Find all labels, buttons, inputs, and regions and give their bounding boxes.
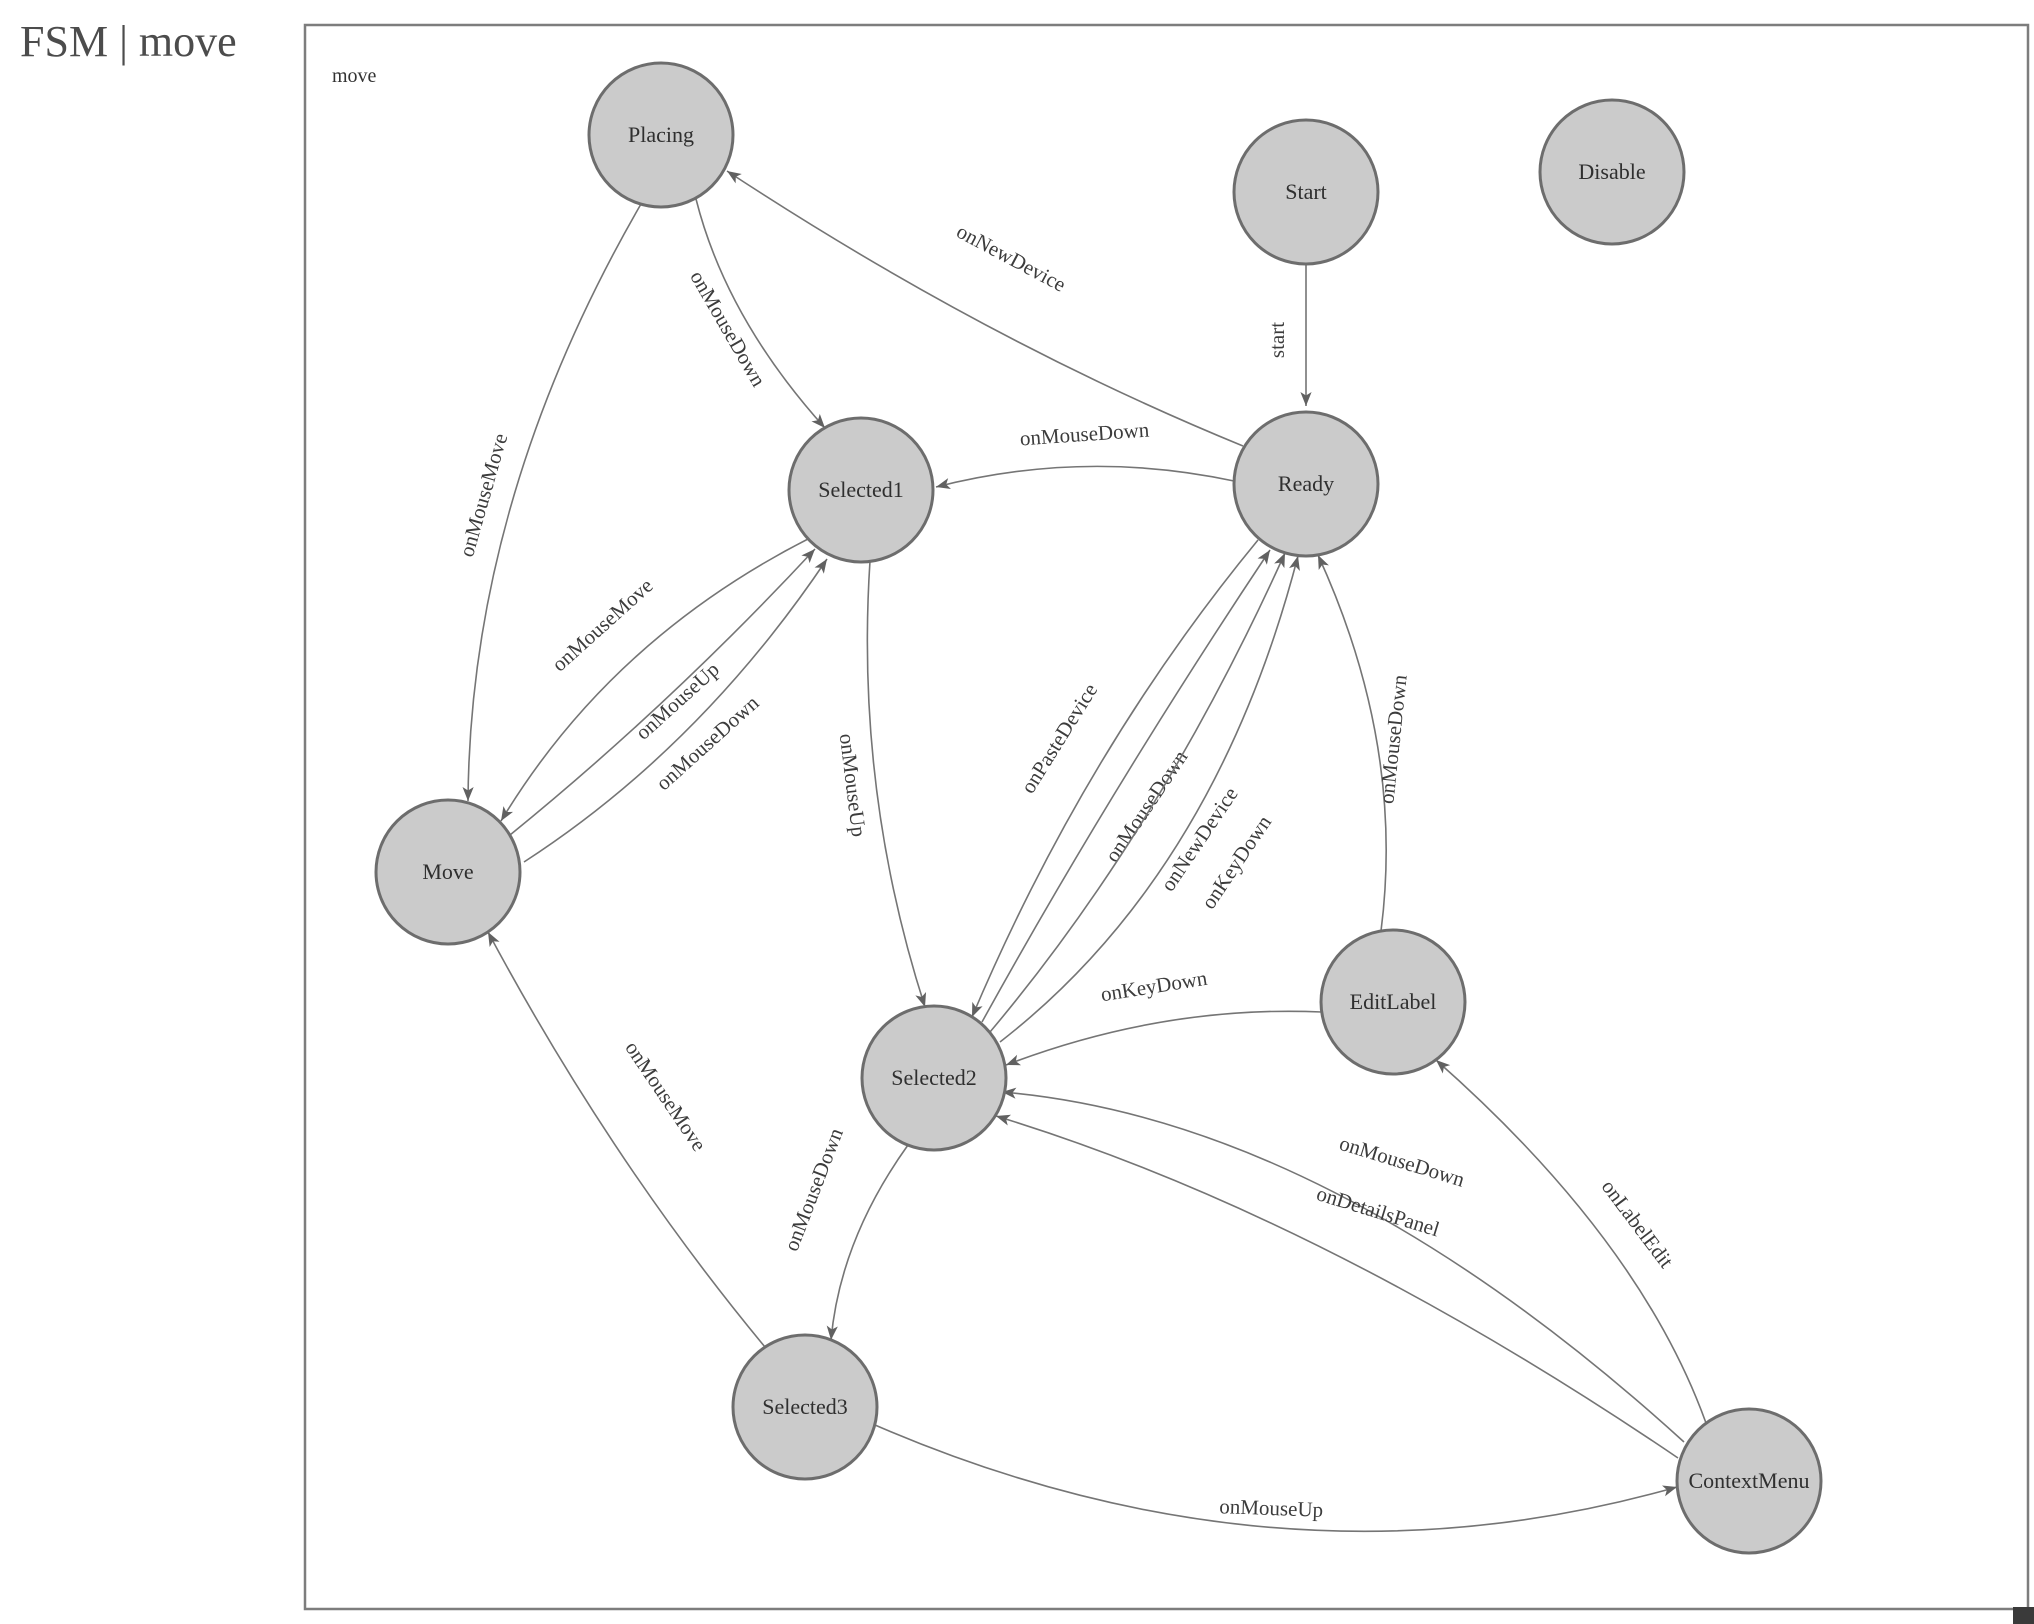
transition-label: onMouseDown xyxy=(779,1124,848,1254)
transition-label: onMouseDown xyxy=(1374,673,1411,805)
state-selected1[interactable]: Selected1 xyxy=(787,416,935,564)
transition-selected3-move[interactable] xyxy=(487,931,766,1348)
state-label: Ready xyxy=(1278,471,1334,496)
state-label: Move xyxy=(422,859,473,884)
state-label: Selected1 xyxy=(818,477,904,502)
page-title: FSM | move xyxy=(20,17,237,66)
resize-handle[interactable] xyxy=(2013,1607,2034,1624)
transition-placing-selected1[interactable] xyxy=(695,198,826,429)
state-label: ContextMenu xyxy=(1689,1468,1810,1493)
transition-selected2-ready-keydown[interactable] xyxy=(999,555,1300,1043)
transition-label: onMouseDown xyxy=(1019,417,1150,450)
transition-ready-selected2[interactable] xyxy=(971,539,1259,1018)
canvas-label: move xyxy=(332,65,377,87)
transition-label: onMouseMove xyxy=(454,431,512,560)
transition-placing-move[interactable] xyxy=(462,203,642,802)
transition-selected2-selected3[interactable] xyxy=(826,1144,909,1341)
state-label: Placing xyxy=(628,122,694,147)
state-contextmenu[interactable]: ContextMenu xyxy=(1675,1407,1823,1555)
diagram-frame xyxy=(303,23,2030,1611)
state-label: Start xyxy=(1285,179,1327,204)
transition-editlabel-ready[interactable] xyxy=(1317,554,1387,932)
state-ready[interactable]: Ready xyxy=(1232,410,1380,558)
transition-selected2-ready-mousedown[interactable] xyxy=(981,549,1271,1023)
transition-label: onPasteDevice xyxy=(1016,679,1102,798)
transition-label: start xyxy=(1265,322,1289,358)
transition-label: onMouseDown xyxy=(1337,1131,1468,1192)
transition-label: onMouseMove xyxy=(547,573,658,676)
transition-selected2-ready-newdevice[interactable] xyxy=(989,552,1286,1033)
transition-label: onMouseUp xyxy=(835,732,871,838)
transition-label: onMouseUp xyxy=(1219,1494,1324,1522)
transition-label: onDetailsPanel xyxy=(1314,1181,1443,1241)
transition-label: onMouseMove xyxy=(620,1037,711,1156)
state-move[interactable]: Move xyxy=(374,798,522,946)
transition-selected1-selected2[interactable] xyxy=(866,560,927,1008)
transition-label: onNewDevice xyxy=(953,219,1070,297)
state-label: Selected2 xyxy=(891,1065,977,1090)
transition-ready-placing[interactable] xyxy=(726,170,1244,447)
transition-move-selected1-mouseup[interactable] xyxy=(509,548,816,836)
state-editlabel[interactable]: EditLabel xyxy=(1319,928,1467,1076)
state-selected2[interactable]: Selected2 xyxy=(860,1004,1008,1152)
transition-ready-selected1[interactable] xyxy=(935,465,1235,489)
transition-selected1-move[interactable] xyxy=(500,538,809,822)
state-label: Disable xyxy=(1578,159,1645,184)
transition-contextmenu-selected2-detailspanel[interactable] xyxy=(995,1114,1679,1459)
transition-move-selected1-mousedown[interactable] xyxy=(523,558,828,863)
transition-selected3-contextmenu[interactable] xyxy=(874,1424,1678,1533)
state-start[interactable]: Start xyxy=(1232,118,1380,266)
state-disable[interactable]: Disable xyxy=(1538,98,1686,246)
state-label: Selected3 xyxy=(762,1394,848,1419)
transition-contextmenu-selected2-mousedown[interactable] xyxy=(1001,1087,1685,1443)
transition-label: onLabelEdit xyxy=(1597,1175,1679,1272)
state-placing[interactable]: Placing xyxy=(587,61,735,209)
transition-label: onKeyDown xyxy=(1099,966,1209,1007)
state-selected3[interactable]: Selected3 xyxy=(731,1333,879,1481)
transition-editlabel-selected2[interactable] xyxy=(1005,1010,1323,1066)
transition-contextmenu-editlabel[interactable] xyxy=(1435,1059,1707,1424)
state-label: EditLabel xyxy=(1350,989,1437,1014)
